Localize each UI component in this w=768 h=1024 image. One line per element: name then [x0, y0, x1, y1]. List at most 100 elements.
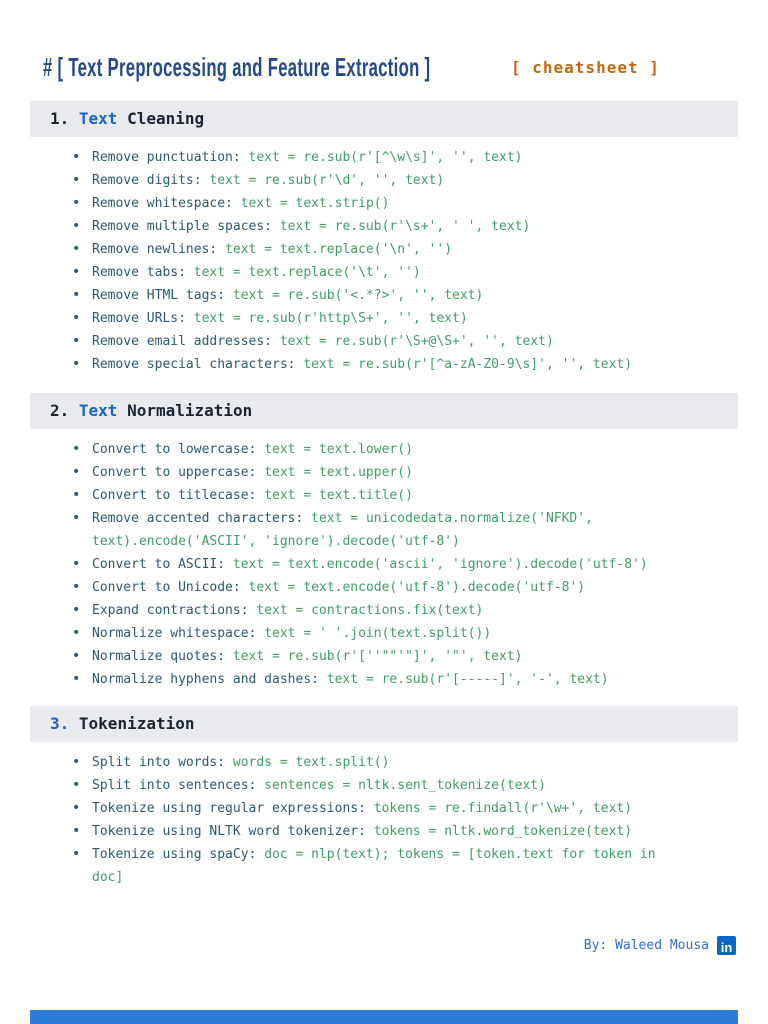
bullet-icon: •: [72, 754, 81, 770]
item-label: Convert to lowercase:: [92, 442, 265, 457]
bullet-icon: •: [72, 625, 81, 641]
list-item: •Convert to uppercase: text = text.upper…: [70, 461, 728, 484]
list-item: • Split into words: words = text.split(): [70, 751, 728, 774]
list-item: • Normalize quotes: text = re.sub(r'[''""…: [70, 645, 728, 668]
section-header-text-normalization: 2. Text Normalization: [30, 393, 738, 429]
item-code: text = re.sub(r'[-----]', '-', text): [326, 672, 609, 687]
item-label: Split into words:: [92, 755, 233, 770]
item-code: text = text.encode('utf-8').decode('utf-…: [248, 580, 586, 595]
item-label: Split into sentences:: [92, 778, 265, 793]
bullet-icon: •: [72, 579, 81, 595]
section-header-segment: Normalization: [117, 401, 253, 420]
item-code: words = text.split(): [232, 755, 390, 770]
list-item: • Convert to lowercase: text = text.lower…: [70, 438, 728, 461]
item-code: text = re.sub(r'\S+@\S+', '', text): [279, 334, 554, 349]
list-item: •Remove tabs: text = text.replace('\t', …: [70, 261, 728, 284]
bullet-icon: •: [72, 671, 81, 687]
list-item: •Remove whitespace: text = text.strip(): [70, 192, 728, 215]
item-label: Convert to Unicode:: [92, 580, 249, 595]
item-label: Convert to ASCII:: [92, 557, 233, 572]
item-label: Remove URLs:: [92, 311, 194, 326]
list-item: •Remove multiple spaces: text = re.sub(r…: [70, 215, 728, 238]
bullet-icon: •: [72, 487, 81, 503]
item-label: Tokenize using regular expressions:: [92, 801, 374, 816]
bullet-icon: •: [72, 172, 81, 188]
item-label: Remove tabs:: [92, 265, 194, 280]
list-item: • Split into sentences: sentences = nltk.…: [70, 774, 728, 797]
list-item: •Tokenize using spaCy: doc = nlp(text); …: [70, 843, 728, 889]
list-item: •Convert to ASCII: text = text.encode('a…: [70, 553, 728, 576]
bullet-icon: •: [72, 846, 81, 862]
list-item: •Convert to titlecase: text = text.title…: [70, 484, 728, 507]
footer: By: Waleed Mousa in: [584, 936, 736, 955]
item-label: Remove accented characters:: [92, 511, 312, 526]
footer-byline: By: Waleed Mousa: [583, 938, 709, 953]
item-code: text = re.sub(r'\s+', ' ', text): [279, 219, 531, 234]
item-code: text = re.sub(r'\d', '', text): [209, 173, 445, 188]
item-code: text = text.upper(): [264, 465, 413, 480]
bullet-icon: •: [72, 510, 81, 526]
list-item: •Remove HTML tags: text = re.sub('<.*?>'…: [70, 284, 728, 307]
bullet-icon: •: [72, 149, 81, 165]
item-label: Convert to uppercase:: [92, 465, 265, 480]
item-code: text = re.sub(r'http\S+', '', text): [193, 311, 468, 326]
section-items: • Convert to lowercase: text = text.lower…: [30, 438, 738, 691]
item-label: Remove punctuation:: [92, 150, 249, 165]
section-items: •Split into words: words = text.split()•…: [30, 751, 738, 889]
item-code: doc = nlp(text); tokens = [token.text fo…: [264, 847, 656, 862]
list-item: • Convert to Unicode: text = text.encode(…: [70, 576, 728, 599]
bullet-icon: •: [72, 648, 81, 664]
list-item: •Tokenize using NLTK word tokenizer: tok…: [70, 820, 728, 843]
list-item: • Remove email addresses: text = re.sub(r…: [70, 330, 728, 353]
sections: 1. Text Cleaning • Remove punctuation: tex…: [0, 101, 768, 889]
list-item: •Remove newlines: text = text.replace('\…: [70, 238, 728, 261]
list-item: • Remove digits: text = re.sub(r'\d', '',…: [70, 169, 728, 192]
item-label: Normalize quotes:: [92, 649, 233, 664]
item-label: Remove HTML tags:: [92, 288, 233, 303]
section-tokenization: 3. Tokenization•Split into words: words …: [0, 706, 768, 889]
item-label: Remove digits:: [92, 173, 210, 188]
item-code: text = ' '.join(text.split()): [264, 626, 492, 641]
bullet-icon: •: [72, 441, 81, 457]
list-item: •Normalize hyphens and dashes: text = re…: [70, 668, 728, 691]
item-code: sentences = nltk.sent_tokenize(text): [264, 778, 546, 793]
bullet-icon: •: [72, 241, 81, 257]
item-code: text = unicodedata.normalize('NFKD',: [311, 511, 593, 526]
bullet-icon: •: [72, 800, 81, 816]
list-item: • Remove URLs: text = re.sub(r'http\S+', …: [70, 307, 728, 330]
item-code: tokens = re.findall(r'\w+', text): [373, 801, 633, 816]
title-wrap: # [ Text Preprocessing and Feature Extra…: [43, 52, 511, 83]
item-code: text = text.strip(): [240, 196, 390, 211]
section-header-text-cleaning: 1. Text Cleaning: [30, 101, 738, 137]
item-code: text = re.sub(r'[^\w\s]', '', text): [248, 150, 523, 165]
bullet-icon: •: [72, 823, 81, 839]
item-code: text = text.replace('\n', ''): [225, 242, 453, 257]
item-code: text = text.lower(): [264, 442, 413, 457]
bullet-icon: •: [72, 218, 81, 234]
list-item: • Remove punctuation: text = re.sub(r'[^\…: [70, 146, 728, 169]
item-label: Remove email addresses:: [92, 334, 280, 349]
bullet-icon: •: [72, 310, 81, 326]
bullet-icon: •: [72, 333, 81, 349]
bullet-icon: •: [72, 264, 81, 280]
item-code: text = re.sub(r'[''""'"]', '"', text): [232, 649, 523, 664]
bullet-icon: •: [72, 777, 81, 793]
section-items: • Remove punctuation: text = re.sub(r'[^\…: [30, 146, 738, 376]
section-text-cleaning: 1. Text Cleaning • Remove punctuation: tex…: [0, 101, 768, 376]
section-header-segment: 3.: [50, 714, 79, 733]
item-label: Remove whitespace:: [92, 196, 241, 211]
list-item: •Expand contractions: text = contraction…: [70, 599, 728, 622]
item-label: Normalize whitespace:: [92, 626, 265, 641]
item-code: text = text.encode('ascii', 'ignore').de…: [232, 557, 648, 572]
bullet-icon: •: [72, 356, 81, 372]
section-header-segment: 1.: [50, 109, 79, 128]
item-code: tokens = nltk.word_tokenize(text): [373, 824, 633, 839]
list-item: • Tokenize using regular expressions: tok…: [70, 797, 728, 820]
title-row: # [ Text Preprocessing and Feature Extra…: [43, 52, 738, 83]
list-item: • Remove accented characters: text = unic…: [70, 507, 728, 553]
list-item: •Remove special characters: text = re.su…: [70, 353, 728, 376]
item-code: text).encode('ASCII', 'ignore').decode('…: [92, 534, 460, 549]
linkedin-icon[interactable]: in: [717, 936, 736, 955]
linkedin-icon-text: in: [720, 940, 733, 955]
